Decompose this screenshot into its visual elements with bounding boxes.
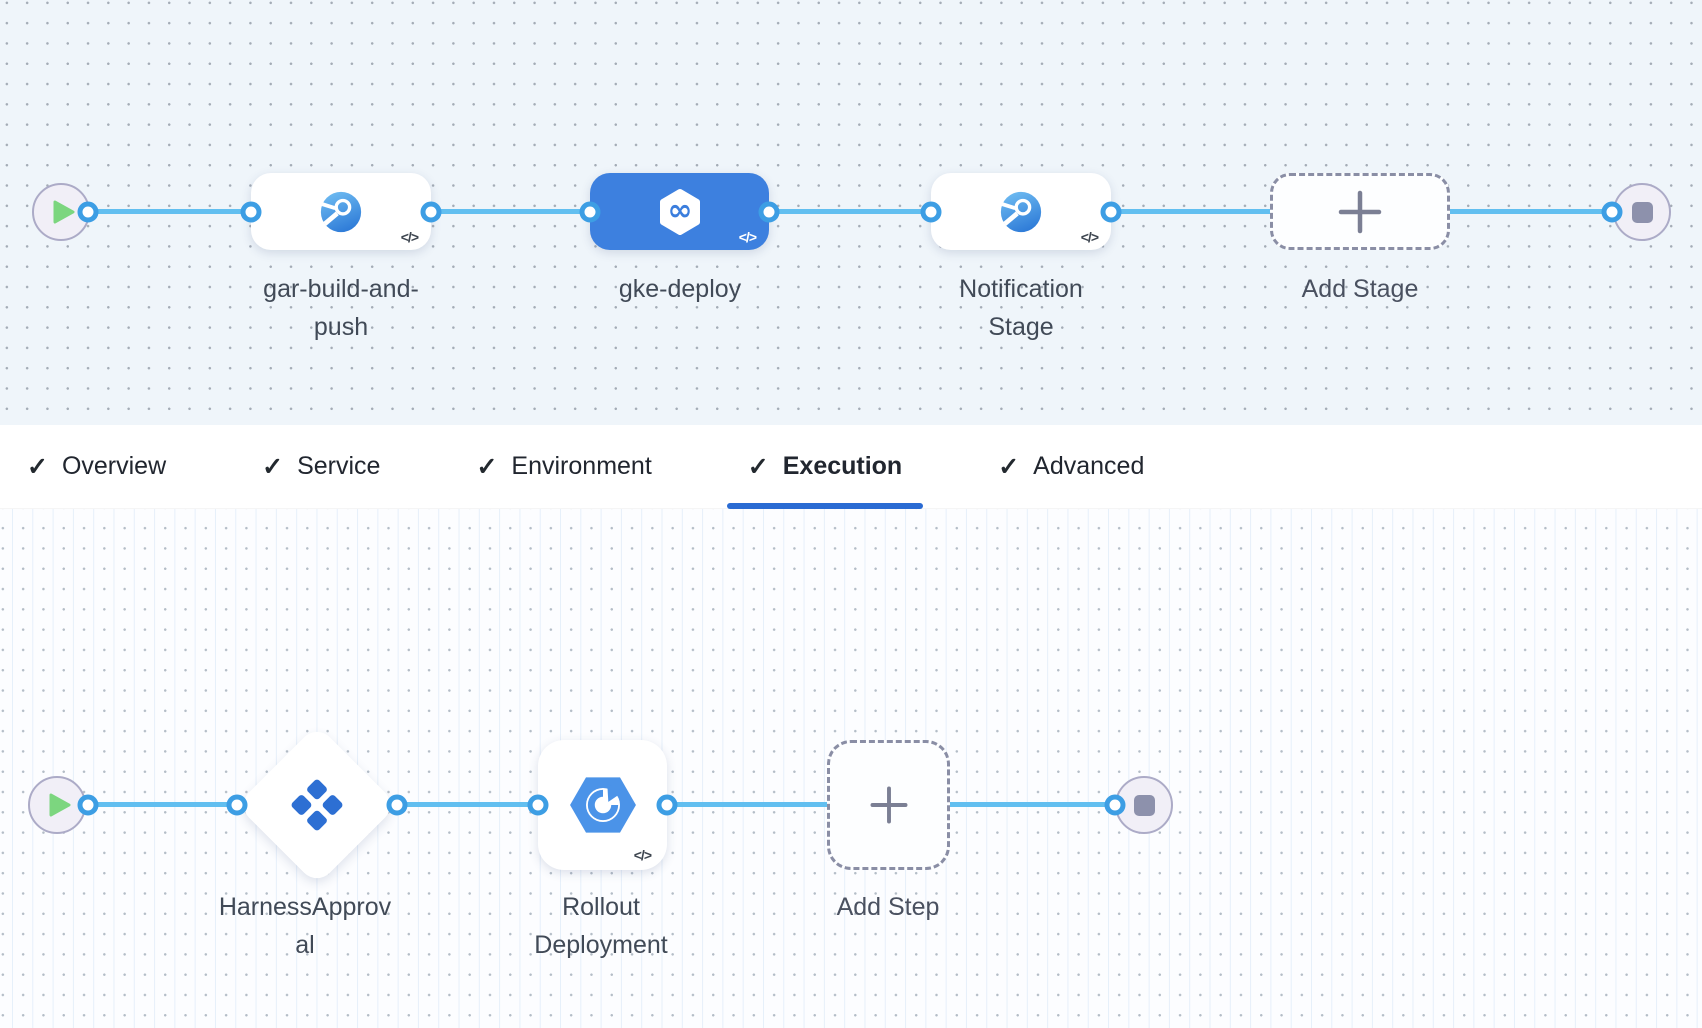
stage-label: gke-deploy: [618, 275, 742, 303]
cd-stage-icon: ∞: [659, 188, 700, 235]
add-stage-label: Add Stage: [1301, 275, 1419, 303]
connection-port[interactable]: [240, 201, 262, 223]
connection-port[interactable]: [579, 201, 601, 223]
check-icon: ✓: [747, 452, 769, 481]
connection-port[interactable]: [1104, 794, 1126, 816]
connector-line: [397, 802, 538, 807]
connection-port[interactable]: [656, 794, 678, 816]
yaml-toggle-icon[interactable]: </>: [738, 229, 757, 245]
connection-port[interactable]: [1100, 201, 1122, 223]
connection-port[interactable]: [77, 201, 99, 223]
step-node-harness-approval[interactable]: [236, 724, 398, 886]
pipeline-end-node: [1613, 183, 1671, 241]
stop-icon: [1631, 201, 1653, 223]
check-icon: ✓: [476, 452, 498, 481]
tab-service[interactable]: ✓ Service: [262, 452, 381, 481]
connector-line: [431, 209, 590, 214]
connection-port[interactable]: [77, 794, 99, 816]
yaml-toggle-icon[interactable]: </>: [633, 847, 652, 863]
connection-port[interactable]: [386, 794, 408, 816]
stage-node-gke-deploy[interactable]: ∞ </>: [590, 173, 769, 250]
play-icon: [49, 793, 70, 817]
stage-label: Notification Stage: [959, 275, 1083, 341]
connector-line: [88, 802, 237, 807]
check-icon: ✓: [262, 452, 284, 481]
svg-text:∞: ∞: [667, 193, 692, 228]
yaml-toggle-icon[interactable]: </>: [400, 229, 419, 245]
connection-port[interactable]: [527, 794, 549, 816]
tab-overview[interactable]: ✓ Overview: [27, 452, 167, 481]
step-label: Rollout Deployment: [534, 893, 668, 959]
connection-port[interactable]: [1601, 201, 1623, 223]
connection-port[interactable]: [226, 794, 248, 816]
connection-port[interactable]: [420, 201, 442, 223]
stage-graph-canvas[interactable]: </> ∞ </> </>: [0, 0, 1702, 425]
plus-icon: [1338, 190, 1382, 233]
check-icon: ✓: [27, 452, 48, 481]
step-node-rollout-deployment[interactable]: </>: [538, 740, 667, 870]
add-step-button[interactable]: [827, 740, 950, 870]
connection-port[interactable]: [920, 201, 942, 223]
stage-label: gar-build-and- push: [263, 275, 419, 341]
custom-stage-icon: [999, 191, 1042, 232]
step-label: HarnessApprov al: [218, 893, 392, 959]
gke-rollout-icon: [569, 777, 636, 833]
tab-execution[interactable]: ✓ Execution: [726, 425, 924, 509]
execution-graph-canvas[interactable]: </> HarnessApprov al Rollout Deployment …: [0, 509, 1702, 1028]
tab-environment[interactable]: ✓ Environment: [476, 452, 652, 481]
add-stage-button[interactable]: [1270, 173, 1450, 250]
stage-node-gar-build-and-push[interactable]: </>: [251, 173, 431, 250]
yaml-toggle-icon[interactable]: </>: [1080, 229, 1099, 245]
connection-port[interactable]: [758, 201, 780, 223]
plus-icon: [870, 786, 907, 824]
connector-line: [769, 209, 931, 214]
stage-node-notification-stage[interactable]: </>: [931, 173, 1111, 250]
stage-config-tabs: ✓ Overview ✓ Service ✓ Environment ✓ Exe…: [0, 425, 1702, 509]
stop-icon: [1133, 794, 1155, 816]
approval-step-icon: [291, 779, 343, 831]
pipeline-start-node: [32, 183, 90, 241]
play-icon: [53, 200, 74, 224]
connector-line: [88, 209, 251, 214]
tab-advanced[interactable]: ✓ Advanced: [998, 452, 1145, 481]
add-step-label: Add Step: [836, 893, 940, 921]
custom-stage-icon: [319, 191, 362, 232]
execution-start-node: [28, 776, 86, 834]
check-icon: ✓: [998, 452, 1020, 481]
